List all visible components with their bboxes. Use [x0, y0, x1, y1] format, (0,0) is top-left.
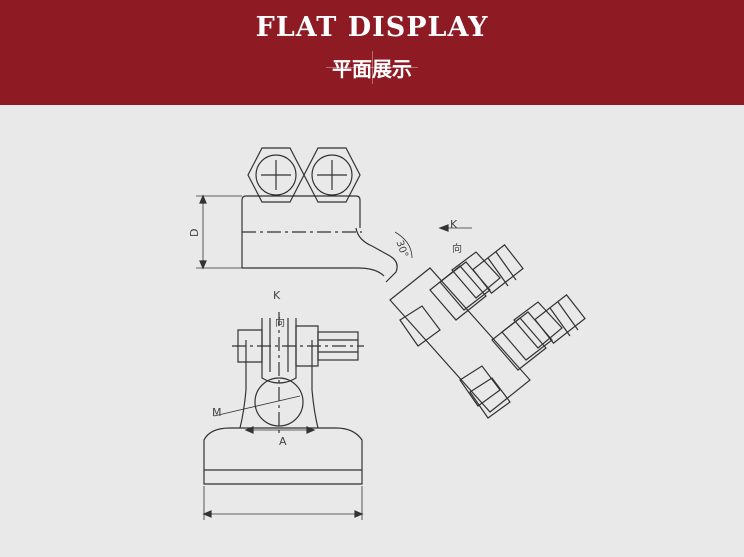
label-k-left: K: [273, 289, 281, 302]
technical-drawing: D K 向 30° K 向 M A: [188, 147, 586, 520]
label-m: M: [212, 406, 222, 419]
label-k-dir: 向: [452, 242, 462, 255]
angled-terminal: [389, 244, 586, 419]
page-subtitle: 平面展示: [326, 51, 418, 84]
label-angle: 30°: [393, 239, 409, 259]
angle-arc: [394, 231, 413, 259]
side-view-clamp: [203, 312, 364, 485]
page-title: FLAT DISPLAY: [255, 12, 489, 43]
label-k-left-dir: 向: [275, 316, 285, 329]
dimension-a: [244, 426, 316, 434]
label-k-top: K: [450, 218, 458, 231]
top-view-clamp: [241, 147, 398, 283]
label-a: A: [279, 435, 287, 448]
label-d: D: [188, 229, 201, 237]
k-direction-arrow: [438, 224, 472, 232]
dimension-bottom: [202, 486, 364, 520]
page-header: FLAT DISPLAY 平面展示: [0, 0, 744, 105]
dimension-d: [196, 194, 242, 270]
